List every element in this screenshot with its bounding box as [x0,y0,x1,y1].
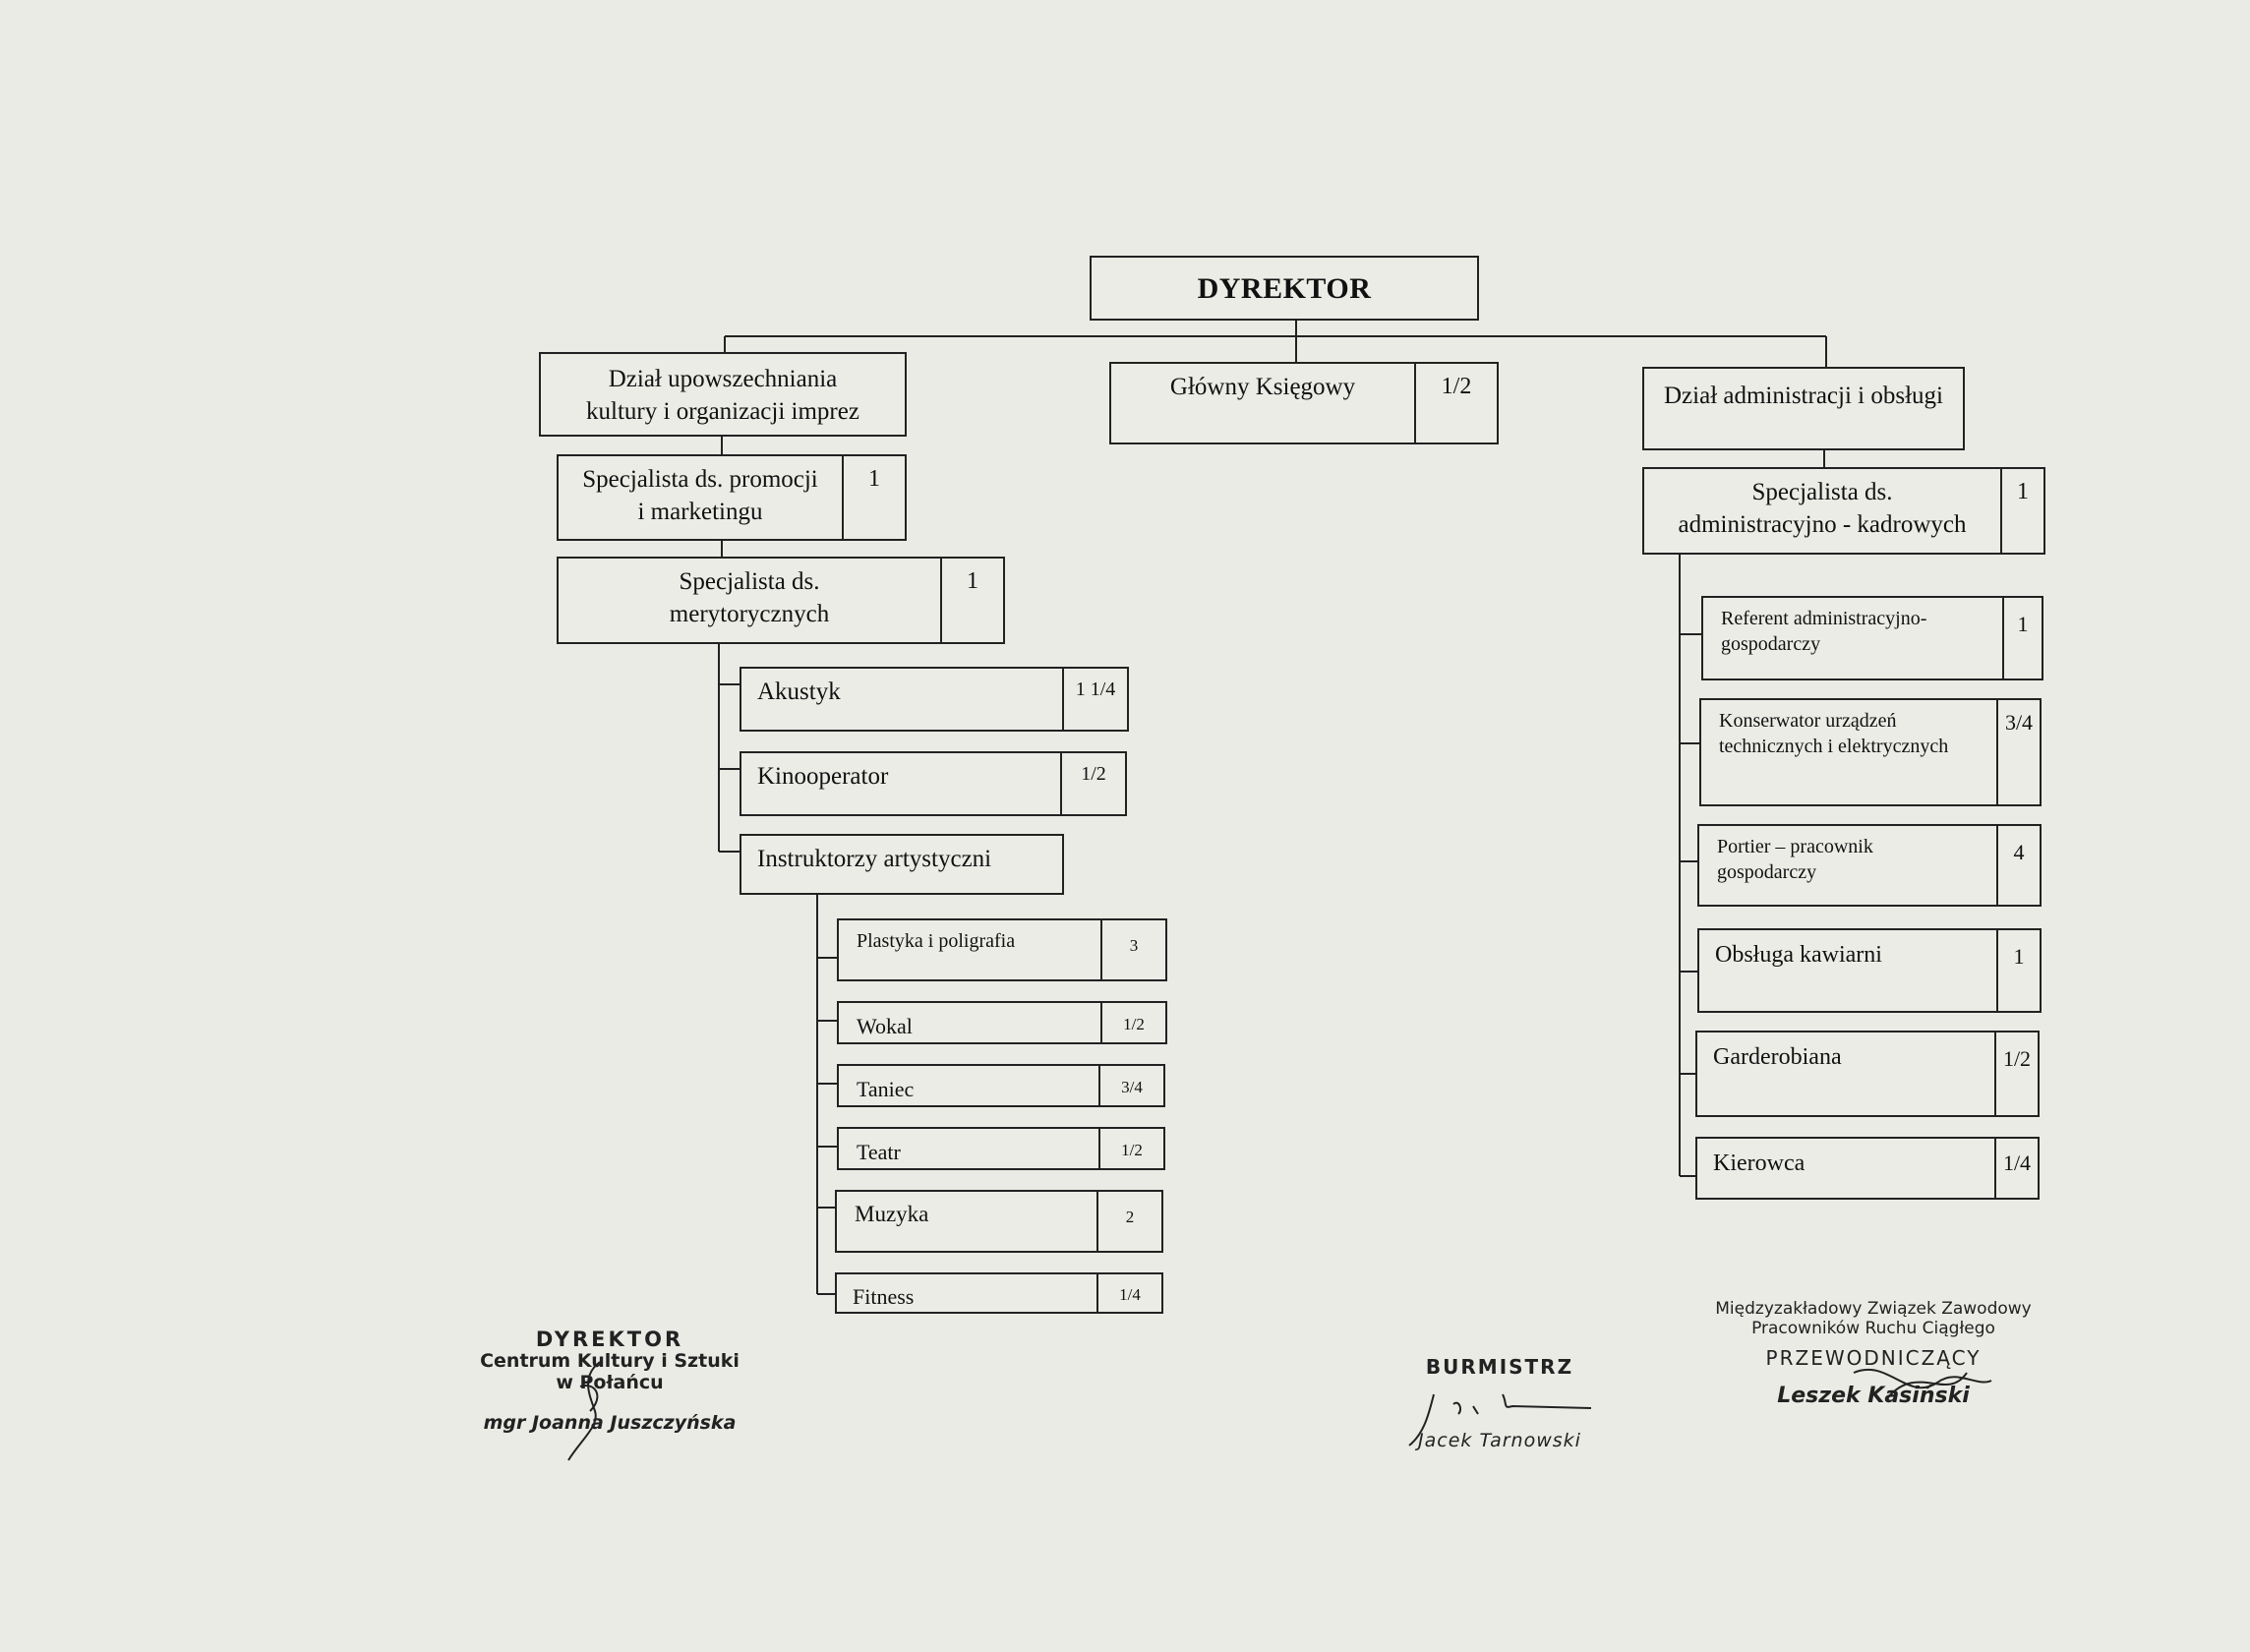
staff-akustyk-label: Akustyk [741,669,1064,730]
admin-item-label: Garderobiana [1697,1032,1996,1115]
admin-item: Kierowca 1/4 [1695,1137,2040,1200]
instructor-item-label: Teatr [839,1129,1100,1168]
admin-item-label: Kierowca [1697,1139,1996,1198]
promotion-specialist-box: Specjalista ds. promocji i marketingu 1 [557,454,907,541]
content-specialist-fte: 1 [967,568,978,594]
director-signature-block: DYREKTOR Centrum Kultury i Sztuki w Poła… [462,1328,757,1434]
instructor-item-fte: 1/4 [1119,1285,1141,1304]
admin-item: Portier – pracownik gospodarczy 4 [1697,824,2042,907]
admin-item: Konserwator urządzeń technicznych i elek… [1699,698,2042,806]
staff-akustyk-box: Akustyk 1 1/4 [740,667,1129,732]
content-specialist-label: Specjalista ds. merytorycznych [559,559,942,642]
hr-specialist-fte: 1 [2017,479,2029,504]
instructor-item: Plastyka i poligrafia 3 [837,918,1167,981]
staff-kinooperator-box: Kinooperator 1/2 [740,751,1127,816]
instructor-item-label: Fitness [837,1274,1098,1312]
admin-item-fte: 1 [2017,612,2029,636]
promotion-specialist-label: Specjalista ds. promocji i marketingu [559,456,844,539]
director-label: DYREKTOR [1197,272,1372,305]
admin-item-fte: 1 [2013,944,2025,969]
instructor-item-fte: 3/4 [1121,1078,1143,1096]
admin-item-label: Obsługa kawiarni [1699,930,1998,1011]
instructor-item-label: Plastyka i poligrafia [839,920,1102,979]
director-box: DYREKTOR [1090,256,1479,321]
signature-director-line2: Centrum Kultury i Sztuki [480,1350,740,1372]
hr-specialist-box: Specjalista ds. administracyjno - kadrow… [1642,467,2045,555]
culture-dept-label: Dział upowszechniania kultury i organiza… [586,366,859,425]
signature-mayor-name: Jacek Tarnowski [1418,1430,1581,1451]
admin-item-fte: 1/4 [2002,1150,2032,1175]
instructor-item: Wokal 1/2 [837,1001,1167,1044]
union-handwritten-signature [1853,1368,1992,1398]
admin-item: Obsługa kawiarni 1 [1697,928,2042,1013]
content-specialist-box: Specjalista ds. merytorycznych 1 [557,557,1005,644]
union-signature-block: Międzyzakładowy Związek Zawodowy Pracown… [1691,1299,2055,1409]
instructor-item-fte: 1/2 [1123,1015,1145,1033]
culture-dept-box: Dział upowszechniania kultury i organiza… [539,352,907,437]
instructor-item-label: Muzyka [837,1192,1098,1251]
instructor-item-fte: 3 [1129,936,1139,955]
admin-item-fte: 4 [2013,840,2025,864]
signature-union-name: Leszek Kasiński [1777,1384,1970,1409]
accounting-fte: 1/2 [1441,374,1472,399]
admin-item-label: Referent administracyjno- gospodarczy [1703,598,2004,678]
accounting-box: Główny Księgowy 1/2 [1109,362,1499,444]
hr-specialist-label: Specjalista ds. administracyjno - kadrow… [1644,469,2002,553]
staff-kinooperator-label: Kinooperator [741,753,1062,814]
admin-item-label: Portier – pracownik gospodarczy [1699,826,1998,905]
staff-akustyk-fte: 1 1/4 [1075,678,1116,700]
instructors-box: Instruktorzy artystyczni [740,834,1064,895]
instructor-item-label: Taniec [839,1066,1100,1105]
instructor-item-fte: 2 [1125,1208,1135,1226]
signature-union-line2: Pracowników Ruchu Ciągłego [1751,1318,1995,1338]
instructor-item-fte: 1/2 [1121,1141,1143,1159]
admin-dept-box: Dział administracji i obsługi [1642,367,1965,450]
promotion-specialist-fte: 1 [868,466,880,492]
signature-director-line3: w Połańcu [556,1371,664,1393]
admin-item: Garderobiana 1/2 [1695,1031,2040,1117]
admin-item-label: Konserwator urządzeń technicznych i elek… [1701,700,1998,804]
admin-item: Referent administracyjno- gospodarczy 1 [1701,596,2043,680]
instructor-item: Teatr 1/2 [837,1127,1165,1170]
staff-kinooperator-fte: 1/2 [1081,763,1106,785]
admin-item-fte: 1/2 [2002,1046,2032,1071]
signature-union-title: PRZEWODNICZĄCY [1765,1346,1982,1371]
signature-director-name: mgr Joanna Juszczyńska [483,1411,737,1434]
admin-dept-label: Dział administracji i obsługi [1664,383,1943,409]
mayor-handwritten-signature [1408,1393,1592,1446]
director-handwritten-signature [567,1361,601,1461]
signature-director-title: DYREKTOR [535,1328,684,1351]
instructor-item: Muzyka 2 [835,1190,1163,1253]
admin-item-fte: 3/4 [2004,710,2034,735]
mayor-signature-block: BURMISTRZ Jacek Tarnowski [1387,1355,1613,1451]
signature-mayor-title: BURMISTRZ [1425,1355,1574,1379]
instructor-item: Fitness 1/4 [835,1272,1163,1314]
instructor-item-label: Wokal [839,1003,1102,1042]
signature-union-line1: Międzyzakładowy Związek Zawodowy [1715,1299,2032,1319]
instructors-label: Instruktorzy artystyczni [757,846,992,872]
accounting-label: Główny Księgowy [1111,364,1416,442]
instructor-item: Taniec 3/4 [837,1064,1165,1107]
